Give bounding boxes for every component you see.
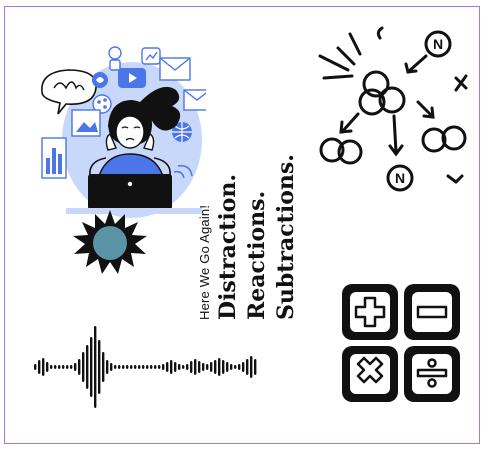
wave-bar	[46, 362, 49, 372]
wave-bar	[86, 345, 89, 389]
wave-bar	[62, 365, 65, 369]
wave-bar	[42, 358, 45, 376]
wave-bar	[82, 352, 85, 382]
wave-bar	[50, 365, 53, 369]
wave-bar	[198, 361, 201, 373]
wave-bar	[254, 359, 257, 375]
wave-bar	[194, 359, 197, 375]
wave-bar	[74, 363, 77, 371]
wave-bar	[102, 352, 105, 382]
wave-bar	[226, 362, 229, 372]
headline-reactions: Reactions.	[244, 190, 270, 320]
wave-bar	[110, 363, 113, 371]
wave-bar	[170, 360, 173, 374]
wave-bar	[182, 365, 185, 369]
molecule-label-top: N	[433, 36, 443, 52]
wave-bar	[34, 364, 37, 370]
wave-bar	[38, 360, 41, 374]
wave-bar	[190, 361, 193, 373]
wave-bar	[114, 365, 117, 369]
starburst-icon	[70, 208, 150, 278]
wave-bar	[162, 364, 165, 370]
subtitle-text: Here We Go Again!	[197, 204, 212, 320]
wave-bar	[218, 358, 221, 376]
wave-bar	[202, 363, 205, 371]
wave-bar	[98, 340, 101, 394]
wave-bar	[142, 365, 145, 369]
wave-bar	[230, 364, 233, 370]
wave-bar	[150, 365, 153, 369]
wave-bar	[122, 365, 125, 369]
wave-bar	[206, 364, 209, 370]
wave-bar	[54, 365, 57, 369]
math-operators-icon	[340, 282, 464, 406]
wave-bar	[158, 365, 161, 369]
wave-bar	[234, 365, 237, 369]
wave-bar	[130, 365, 133, 369]
wave-bar	[186, 364, 189, 370]
wave-bar	[238, 364, 241, 370]
wave-bar	[154, 365, 157, 369]
wave-bar	[146, 365, 149, 369]
wave-bar	[138, 365, 141, 369]
wave-bar	[174, 362, 177, 372]
wave-bar	[78, 359, 81, 375]
wave-bar	[246, 359, 249, 375]
wave-bar	[242, 362, 245, 372]
wave-bar	[90, 337, 93, 397]
wave-bar	[250, 356, 253, 378]
headline-subtractions: Subtractions.	[273, 154, 299, 320]
molecule-reaction-icon: N N	[310, 20, 486, 200]
wave-bar	[70, 365, 73, 369]
wave-bar	[118, 365, 121, 369]
molecule-label-bottom: N	[395, 170, 405, 186]
headline-distraction: Distraction.	[215, 173, 241, 320]
sound-wave-icon	[30, 322, 262, 412]
wave-bar	[58, 365, 61, 369]
wave-bar	[178, 364, 181, 370]
wave-bar	[66, 365, 69, 369]
wave-bar	[106, 360, 109, 374]
stressed-person-illustration	[36, 40, 206, 230]
wave-bar	[214, 360, 217, 374]
wave-bar	[210, 362, 213, 372]
wave-bar	[94, 326, 97, 408]
wave-bar	[222, 360, 225, 374]
wave-bar	[134, 365, 137, 369]
wave-bar	[166, 362, 169, 372]
wave-bar	[126, 365, 129, 369]
